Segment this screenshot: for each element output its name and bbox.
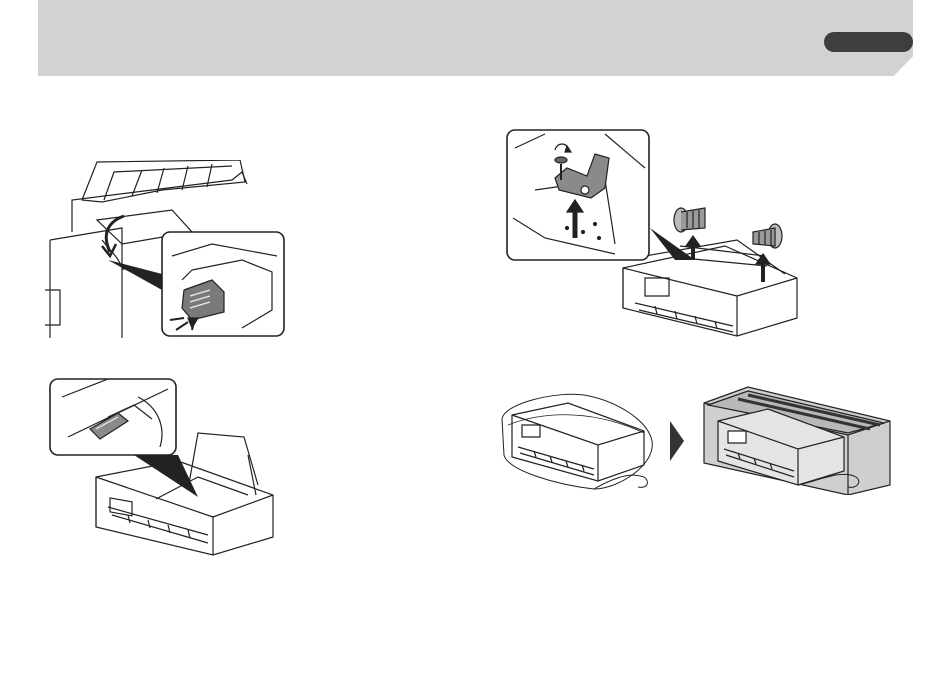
illustration-ink-tank-lock-lever	[42, 160, 290, 342]
header-section-tab	[824, 32, 913, 52]
illustration-remove-holder-and-spindles	[505, 128, 805, 343]
illustration-wrap-and-box-printer	[498, 385, 894, 495]
illustration-open-top-cover-carriage	[48, 377, 280, 557]
header-band	[38, 0, 913, 76]
